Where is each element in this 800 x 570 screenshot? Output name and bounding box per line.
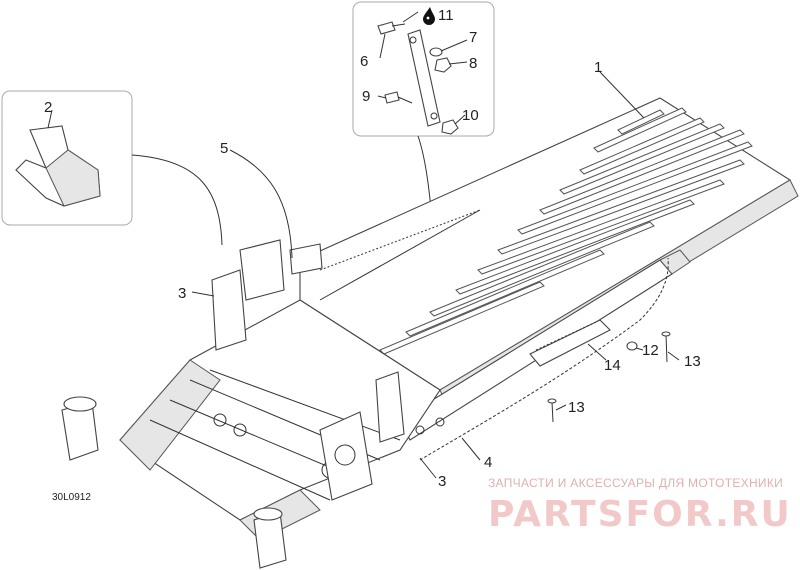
callout-8: 8: [469, 55, 477, 72]
callout-13-right: 13: [684, 353, 701, 370]
callout-2: 2: [44, 99, 52, 116]
platform-slots: [379, 107, 753, 355]
frame-assembly: [61, 97, 799, 569]
callout-6: 6: [360, 53, 368, 70]
callout-1: 1: [594, 59, 602, 76]
watermark-tagline: ЗАПЧАСТИ И АКСЕССУАРЫ ДЛЯ МОТОТЕХНИКИ: [488, 476, 783, 490]
diagram-code: 30L0912: [52, 492, 91, 503]
callout-14: 14: [604, 357, 621, 374]
callout-4: 4: [484, 454, 492, 471]
callouts: 1 5 3 3 4 14 12 13 13 30L0912: [52, 59, 701, 503]
callout-3-upper: 3: [178, 285, 186, 302]
callout-12: 12: [642, 342, 659, 359]
bracket-inset: 2: [1, 90, 133, 226]
callout-13-center: 13: [568, 399, 585, 416]
callout-5: 5: [220, 140, 228, 157]
callout-9: 9: [362, 88, 370, 105]
watermark: ЗАПЧАСТИ И АКСЕССУАРЫ ДЛЯ МОТОТЕХНИКИ PA…: [488, 476, 792, 535]
callout-11: 11: [438, 7, 454, 24]
callout-7: 7: [469, 29, 477, 46]
hardware-inset: 11 6 7 8 9 10: [352, 1, 495, 137]
oil-drop-icon: [423, 7, 435, 25]
watermark-brand: PARTSFOR.RU: [488, 494, 792, 535]
callout-3-lower: 3: [438, 473, 446, 490]
callout-10: 10: [462, 107, 479, 124]
